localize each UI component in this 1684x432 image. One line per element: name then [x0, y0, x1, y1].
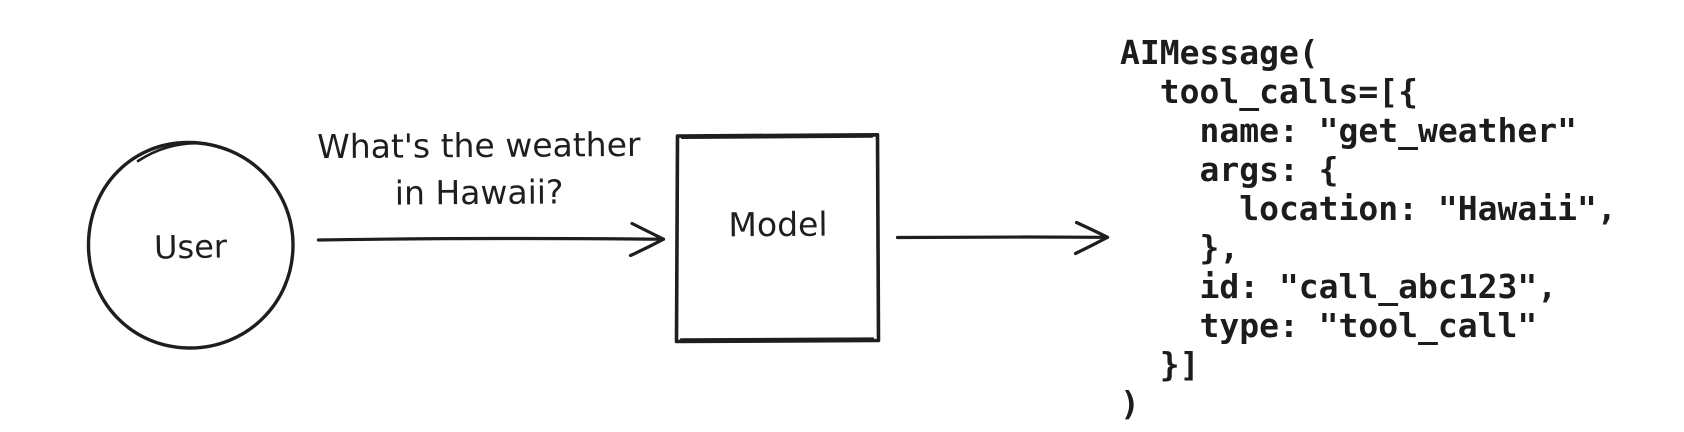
arrow-user-to-model: [316, 221, 666, 258]
user-message-text: What's the weather in Hawaii?: [298, 121, 661, 218]
code-line-4: args: {: [1120, 150, 1339, 189]
code-line-8: type: "tool_call": [1120, 306, 1538, 345]
code-line-5: location: "Hawaii",: [1120, 189, 1617, 228]
user-message-line1: What's the weather: [317, 124, 641, 167]
code-line-3: name: "get_weather": [1120, 111, 1577, 150]
code-line-2: tool_calls=[{: [1120, 72, 1419, 111]
aimessage-code-block: AIMessage( tool_calls=[{ name: "get_weat…: [1120, 33, 1617, 423]
user-circle: [86, 140, 295, 350]
model-box: [674, 133, 881, 344]
code-line-9: }]: [1120, 345, 1200, 384]
code-line-10: ): [1120, 384, 1140, 423]
arrow-model-to-output: [895, 220, 1110, 256]
user-message-line2: in Hawaii?: [394, 172, 564, 213]
model-node-label: Model: [728, 204, 828, 245]
code-line-1: AIMessage(: [1120, 33, 1319, 72]
code-line-6: },: [1120, 228, 1240, 267]
user-node-label: User: [153, 227, 228, 267]
code-line-7: id: "call_abc123",: [1120, 267, 1558, 306]
